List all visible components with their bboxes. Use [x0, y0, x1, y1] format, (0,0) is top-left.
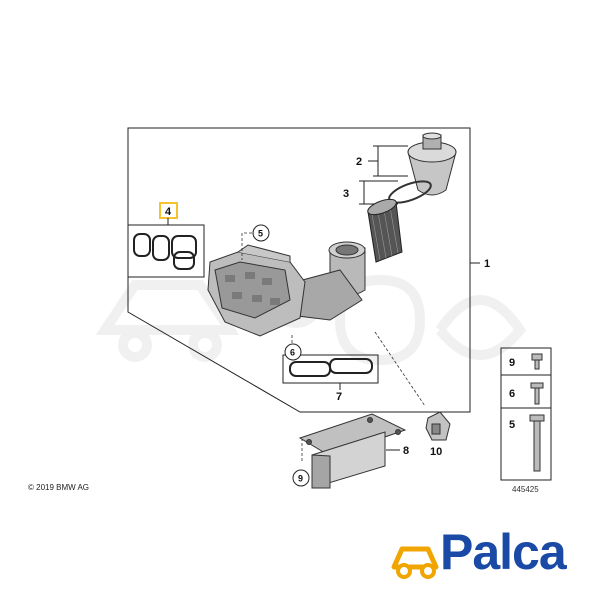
- callout-8: 8: [403, 445, 409, 457]
- callout-7: 7: [336, 391, 342, 403]
- filter-element: [367, 198, 403, 263]
- legend-9: 9: [509, 357, 515, 369]
- callout-2: 2: [356, 156, 362, 168]
- callout-5: 5: [258, 229, 263, 239]
- car-logo-icon: [391, 546, 439, 579]
- callout-1: 1: [484, 258, 490, 270]
- gasket-7-box: [282, 354, 379, 384]
- oil-cooler: [298, 413, 407, 489]
- assembly-outline: [127, 127, 471, 413]
- legend-5: 5: [509, 419, 515, 431]
- callout-3: 3: [343, 188, 349, 200]
- document-number: 445425: [512, 485, 539, 494]
- callout-9: 9: [298, 474, 303, 484]
- callout-4: 4: [165, 206, 172, 218]
- palca-logo: Palca: [388, 524, 580, 585]
- gasket-7: [289, 358, 373, 377]
- bolt-9: [531, 353, 543, 370]
- callout-10: 10: [430, 446, 442, 458]
- copyright-text: © 2019 BMW AG: [28, 483, 90, 492]
- gasket-4: [133, 233, 197, 270]
- bolt-5: [529, 414, 545, 472]
- legend-6: 6: [509, 388, 515, 400]
- bolt-6: [530, 382, 544, 405]
- oil-filter-housing: [207, 241, 366, 337]
- fastener-legend-box: [500, 347, 552, 481]
- oil-filter-cap: [407, 132, 457, 196]
- logo-wordmark: Palca: [440, 524, 567, 580]
- oil-sensor: [425, 411, 451, 441]
- callout-6: 6: [290, 348, 295, 358]
- callout-9-circle: [292, 469, 310, 487]
- bracket-2: [368, 145, 408, 177]
- callout-6-circle: [284, 343, 302, 361]
- callout-5-circle: [252, 224, 270, 242]
- gasket-4-box: [127, 224, 205, 278]
